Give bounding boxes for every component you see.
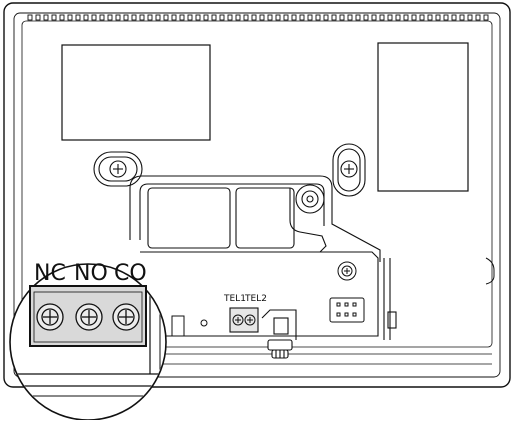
vent-slot <box>123 14 129 21</box>
vent-slot <box>475 14 481 21</box>
vent-slot <box>459 14 465 21</box>
left-window <box>61 44 211 141</box>
vent-slot <box>131 14 137 21</box>
left-mounting-screw <box>93 151 143 187</box>
board-left-connector <box>171 315 185 337</box>
vent-slot <box>443 14 449 21</box>
vent-slot <box>67 14 73 21</box>
vent-slot <box>179 14 185 21</box>
tel-terminal-block: TEL1 TEL2 <box>223 294 267 333</box>
zoom-magnifier: NC NO CO <box>9 261 167 421</box>
vent-slot <box>467 14 473 21</box>
vent-slot <box>275 14 281 21</box>
vent-slot <box>211 14 217 21</box>
top-vent-slots <box>27 14 489 21</box>
tel1-screw <box>232 314 244 326</box>
circuit-board <box>140 251 397 340</box>
vent-slot <box>355 14 361 21</box>
co-terminal-screw <box>112 303 140 331</box>
vent-slot <box>451 14 457 21</box>
tel1-label: TEL1 <box>223 294 246 304</box>
jumper-header <box>329 297 365 323</box>
vent-slot <box>51 14 57 21</box>
vent-slot <box>91 14 97 21</box>
right-edge-tab <box>485 257 495 285</box>
vent-slot <box>323 14 329 21</box>
no-label: NO <box>74 261 108 286</box>
central-bay <box>129 175 381 262</box>
vent-slot <box>307 14 313 21</box>
vent-slot <box>155 14 161 21</box>
nc-label: NC <box>34 261 66 286</box>
vent-slot <box>483 14 489 21</box>
vent-slot <box>27 14 33 21</box>
board-screw <box>337 261 357 281</box>
vent-slot <box>243 14 249 21</box>
vent-slot <box>427 14 433 21</box>
cable-clamp <box>261 309 297 359</box>
vent-slot <box>339 14 345 21</box>
vent-slot <box>227 14 233 21</box>
vent-slot <box>379 14 385 21</box>
vent-slot <box>203 14 209 21</box>
vent-slot <box>267 14 273 21</box>
right-mounting-screw <box>332 143 366 197</box>
vent-slot <box>163 14 169 21</box>
co-label: CO <box>114 261 147 286</box>
vent-slot <box>299 14 305 21</box>
vent-slot <box>75 14 81 21</box>
vent-slot <box>371 14 377 21</box>
vent-slot <box>147 14 153 21</box>
vent-slot <box>291 14 297 21</box>
vent-slot <box>411 14 417 21</box>
no-terminal-screw <box>75 303 103 331</box>
vent-slot <box>315 14 321 21</box>
vent-slot <box>363 14 369 21</box>
vent-slot <box>35 14 41 21</box>
vent-slot <box>395 14 401 21</box>
tel2-label: TEL2 <box>244 294 267 304</box>
vent-slot <box>171 14 177 21</box>
vent-slot <box>187 14 193 21</box>
vent-slot <box>387 14 393 21</box>
vent-slot <box>251 14 257 21</box>
vent-slot <box>347 14 353 21</box>
vent-slot <box>331 14 337 21</box>
vent-slot <box>99 14 105 21</box>
right-window <box>377 42 469 192</box>
mounting-windows <box>61 42 469 192</box>
vent-slot <box>219 14 225 21</box>
nc-terminal-screw <box>36 303 64 331</box>
vent-slot <box>403 14 409 21</box>
vent-slot <box>139 14 145 21</box>
tel2-screw <box>244 314 256 326</box>
vent-slot <box>107 14 113 21</box>
vent-slot <box>59 14 65 21</box>
vent-slot <box>43 14 49 21</box>
vent-slot <box>235 14 241 21</box>
vent-slot <box>419 14 425 21</box>
vent-slot <box>115 14 121 21</box>
vent-slot <box>435 14 441 21</box>
vent-slot <box>259 14 265 21</box>
vent-slot <box>283 14 289 21</box>
vent-slot <box>83 14 89 21</box>
indicator-hole <box>200 319 208 327</box>
vent-slot <box>195 14 201 21</box>
